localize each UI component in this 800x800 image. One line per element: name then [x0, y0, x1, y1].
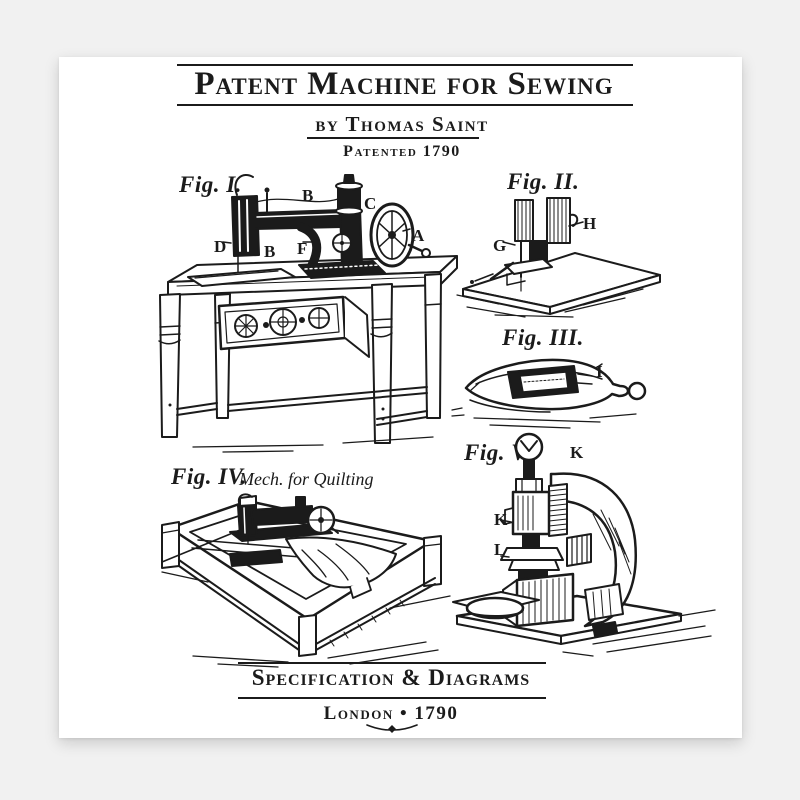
- footer-rule-bottom: [238, 697, 546, 699]
- header-rule-bottom: [177, 104, 633, 106]
- footer-rule-top: [238, 662, 546, 664]
- poster-title: Patent Machine for Sewing: [175, 67, 633, 102]
- patent-note: Patented 1790: [242, 143, 562, 161]
- flourish-icon: [364, 722, 420, 734]
- byline-underline: [307, 137, 479, 139]
- poster-byline: by Thomas Saint: [242, 112, 562, 137]
- footer-heading: Specification & Diagrams: [241, 665, 541, 691]
